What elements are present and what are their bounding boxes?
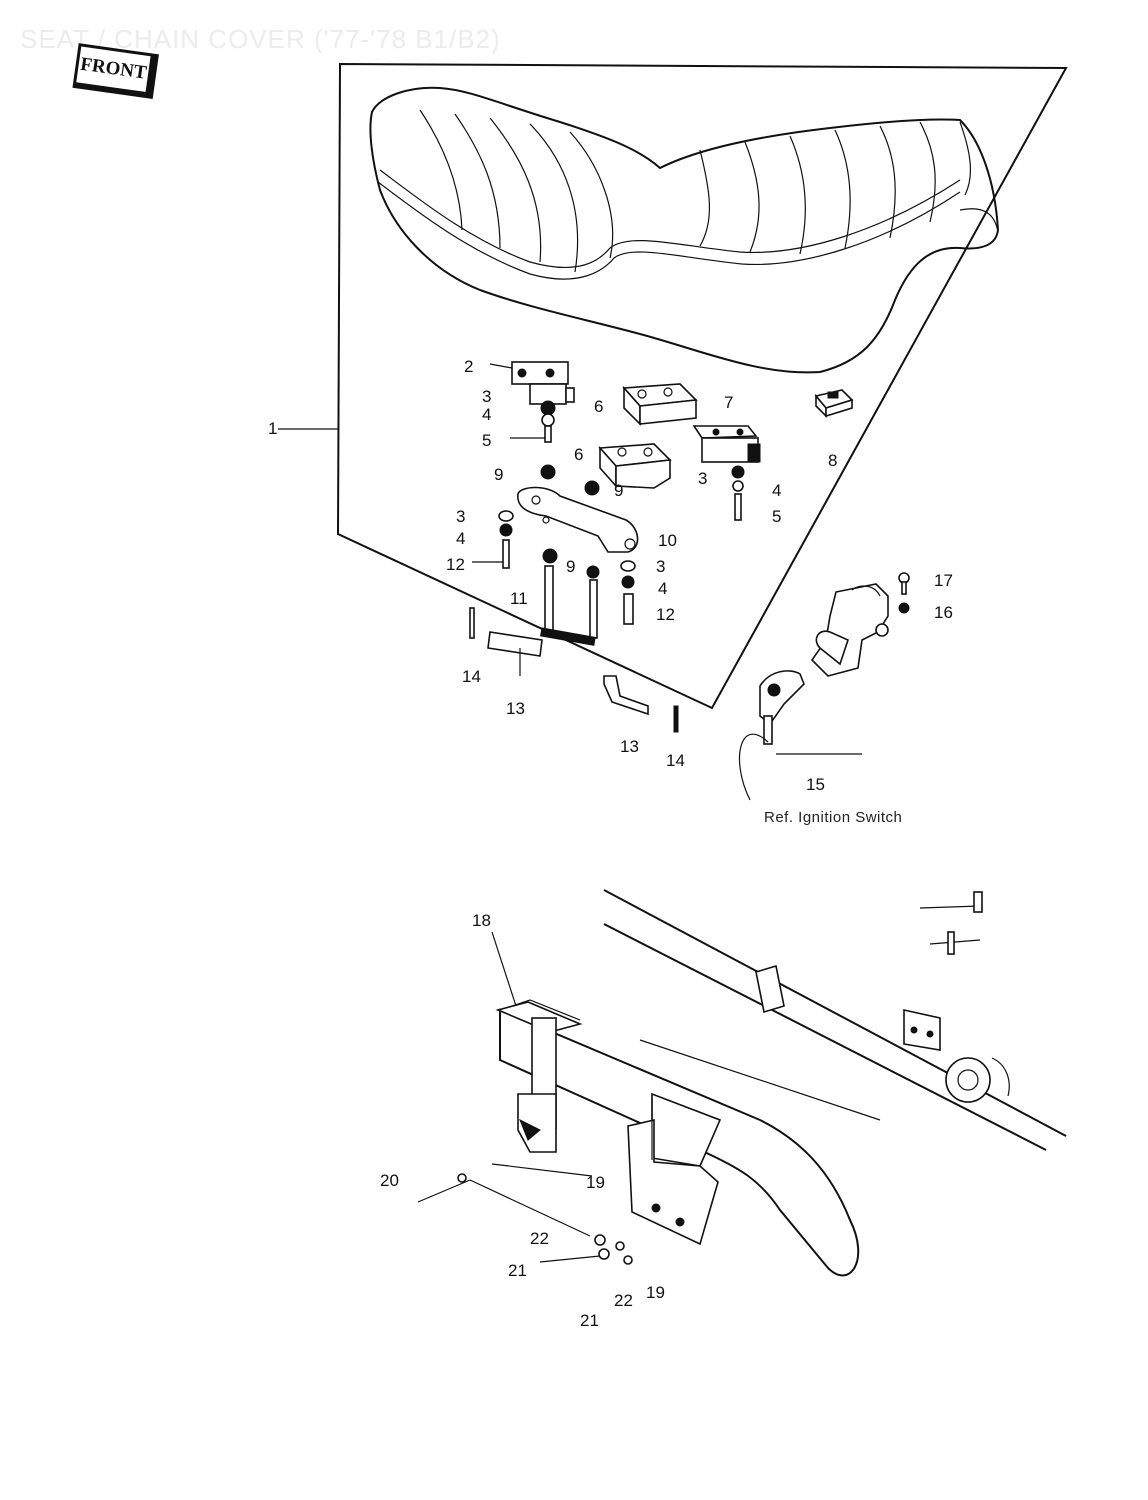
rod-part: [487, 631, 543, 676]
ref-10: 10: [658, 531, 677, 550]
ref-16: 16: [934, 603, 953, 622]
ref-3a: 3: [482, 387, 491, 406]
screw-part: [898, 572, 910, 595]
ref-4d: 4: [658, 579, 667, 598]
seat-assembly-frame: [336, 62, 1068, 710]
bolt-part-3: [472, 539, 510, 569]
fastener-set: [417, 1163, 633, 1265]
pin-part: [469, 607, 475, 639]
shaft-part: [544, 565, 600, 639]
ref-5b: 5: [772, 507, 781, 526]
ref-2: 2: [464, 357, 473, 376]
frame-clip-part: [755, 964, 1010, 1103]
damper-part: [622, 383, 698, 426]
damper-part-lower: [598, 443, 672, 489]
grommet-part-3: [542, 548, 558, 564]
ref-12a: 12: [446, 555, 465, 574]
hinge-part: [489, 361, 575, 405]
washer-part: [540, 400, 556, 416]
lock-washer-part-3: [499, 523, 513, 537]
ref-18: 18: [472, 911, 491, 930]
ref-9c: 9: [566, 557, 575, 576]
ignition-bracket-part: [810, 583, 889, 677]
bolt-part: [510, 425, 552, 443]
ref-3d: 3: [656, 557, 665, 576]
ref-3c: 3: [456, 507, 465, 526]
ref-6a: 6: [594, 397, 603, 416]
ref-14b: 14: [666, 751, 685, 770]
ref-6b: 6: [574, 445, 583, 464]
ref-21b: 21: [580, 1311, 599, 1330]
note-ignition: Ref. Ignition Switch: [764, 809, 902, 826]
ref-12b: 12: [656, 605, 675, 624]
washer-part-5: [898, 602, 910, 614]
switch-cover-part: [738, 670, 862, 801]
lock-washer-part-2: [732, 480, 744, 492]
ref-9b: 9: [614, 481, 623, 500]
pin-part-2: [673, 705, 679, 733]
ref-15: 15: [806, 775, 825, 794]
ref-1: 1: [268, 419, 277, 438]
ref-19a: 19: [586, 1173, 605, 1192]
lock-washer-part: [541, 413, 555, 427]
ref-22a: 22: [530, 1229, 549, 1248]
ref-3b: 3: [698, 469, 707, 488]
cap-part: [814, 389, 854, 418]
frame-tube-part: [499, 889, 1067, 1277]
ref-14a: 14: [462, 667, 481, 686]
lock-washer-part-4: [621, 575, 635, 589]
ref-7: 7: [724, 393, 733, 412]
ref-20: 20: [380, 1171, 399, 1190]
grommet-part-2: [584, 480, 600, 496]
ref-19b: 19: [646, 1283, 665, 1302]
rod-part-2: [603, 675, 649, 716]
small-clip-part: [919, 891, 983, 955]
lock-part: [692, 425, 761, 463]
ref-4a: 4: [482, 405, 491, 424]
mounting-bracket-part: [495, 1001, 583, 1153]
ref-21a: 21: [508, 1261, 527, 1280]
bolt-part-2: [734, 493, 742, 521]
ref-11: 11: [510, 589, 528, 608]
seat-part: [369, 86, 1000, 374]
ref-4b: 4: [772, 481, 781, 500]
washer-part-2: [731, 465, 745, 479]
ref-13b: 13: [620, 737, 639, 756]
chain-cover-part: [627, 1092, 722, 1246]
rod-part-shadow: [540, 627, 596, 646]
washer-part-4: [620, 560, 636, 572]
ref-22b: 22: [614, 1291, 633, 1310]
ref-4c: 4: [456, 529, 465, 548]
washer-part-3: [498, 510, 514, 522]
ref-5a: 5: [482, 431, 491, 450]
bolt-part-4: [623, 593, 634, 625]
grommet-part: [540, 464, 556, 480]
ref-9a: 9: [494, 465, 503, 484]
ref-17: 17: [934, 571, 953, 590]
bracket-part: [517, 486, 639, 553]
ref-8: 8: [828, 451, 837, 470]
ref-13a: 13: [506, 699, 525, 718]
reference-labels: 1 2 3 4 5 6 7 8 6 9 9 3 4 5 3 4 12 10 9 …: [268, 357, 953, 1330]
